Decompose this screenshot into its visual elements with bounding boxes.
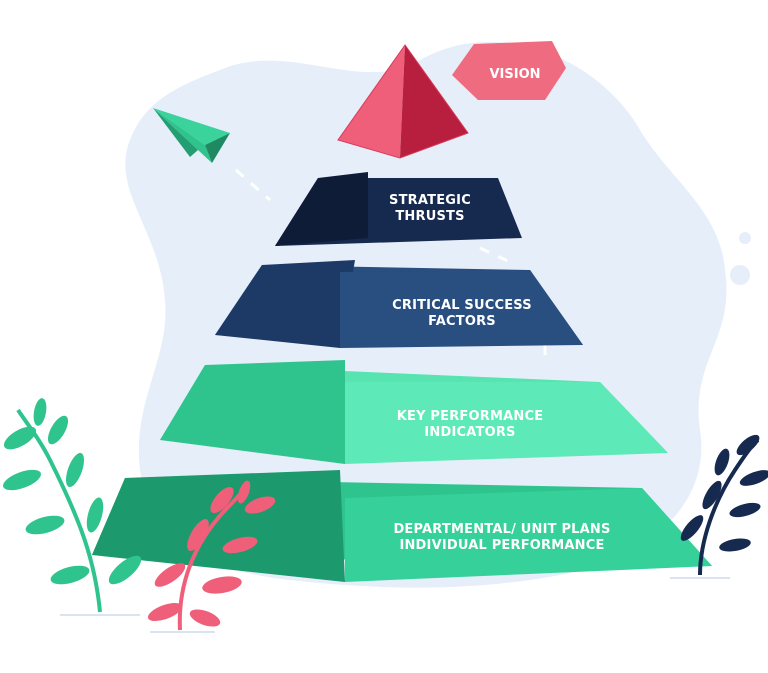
paper-plane-icon — [153, 108, 230, 163]
tier-critical-line2: FACTORS — [428, 314, 496, 329]
tier-strategic-line1: STRATEGIC — [389, 193, 471, 208]
tier-key-performance-indicators: KEY PERFORMANCE INDICATORS — [160, 360, 668, 464]
tier-strategic-thrusts: STRATEGIC THRUSTS — [275, 172, 522, 246]
tier-critical-success-factors: CRITICAL SUCCESS FACTORS — [215, 260, 583, 348]
dashed-trail — [235, 168, 547, 362]
vision-pyramid — [337, 44, 469, 159]
tier-departmental-plans: DEPARTMENTAL/ UNIT PLANS INDIVIDUAL PERF… — [92, 470, 712, 582]
tier-kpi-line2: INDICATORS — [424, 425, 515, 440]
vision-label: VISION — [489, 67, 540, 82]
vision-bubble: VISION — [452, 41, 566, 100]
ground-lines — [60, 577, 730, 633]
plant-green-left — [3, 398, 142, 613]
tier-departmental-line1: DEPARTMENTAL/ UNIT PLANS — [393, 522, 610, 537]
tier-kpi-line1: KEY PERFORMANCE — [397, 409, 544, 424]
tier-critical-line1: CRITICAL SUCCESS — [392, 298, 532, 313]
tier-departmental-line2: INDIVIDUAL PERFORMANCE — [399, 538, 604, 553]
plant-pink — [147, 480, 276, 631]
plant-navy-right — [680, 434, 768, 576]
tier-strategic-line2: THRUSTS — [395, 209, 464, 224]
